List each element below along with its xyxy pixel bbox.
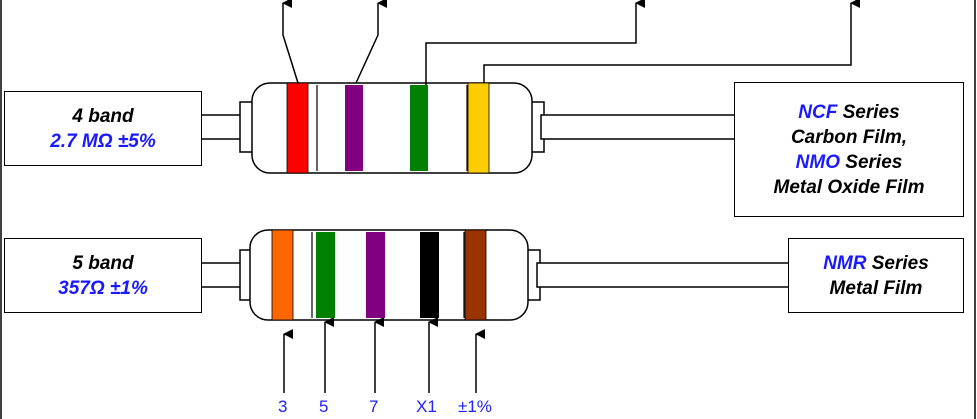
left-lead — [198, 262, 244, 288]
metal-oxide-film-label: Metal Oxide Film — [773, 176, 925, 198]
band-4 — [420, 232, 439, 318]
nmr-series-box: NMR Series Metal Film — [788, 238, 964, 313]
four-band-title: 4 band — [72, 105, 134, 127]
band-3 — [410, 85, 428, 171]
ncf-nmo-series-box: NCF Series Carbon Film, NMO Series Metal… — [734, 82, 964, 217]
ncf-series-suffix: Series — [837, 101, 900, 123]
band-2 — [316, 232, 335, 318]
resistor-body — [251, 82, 533, 174]
band-5 — [464, 229, 487, 321]
four-band-value: 2.7 MΩ ±5% — [50, 130, 156, 152]
band-3-arrow — [425, 0, 645, 85]
nmr-series-name: NMR — [823, 252, 867, 274]
nmo-series-suffix: Series — [840, 151, 903, 173]
five-band-value: 357Ω ±1% — [58, 277, 148, 299]
five-band-resistor — [198, 229, 792, 393]
band-1 — [271, 229, 294, 321]
band-2 — [345, 85, 363, 171]
band-1-arrow — [282, 0, 299, 84]
nmo-series-name: NMO — [795, 151, 840, 173]
carbon-film-label: Carbon Film, — [790, 126, 908, 148]
caption-band-4: X1 — [416, 397, 437, 416]
caption-band-5: ±1% — [458, 397, 492, 416]
four-band-resistor — [198, 0, 860, 174]
nmr-series-suffix: Series — [866, 252, 929, 274]
caption-band-2: 5 — [319, 397, 329, 416]
band-2-arrow — [355, 0, 387, 84]
four-band-label-box: 4 band 2.7 MΩ ±5% — [4, 91, 202, 166]
band-4 — [467, 82, 490, 174]
five-band-title: 5 band — [72, 252, 134, 274]
band-4-arrow — [483, 0, 860, 83]
ncf-series-name: NCF — [798, 101, 838, 123]
five-band-label-box: 5 band 357Ω ±1% — [4, 238, 202, 313]
band-3 — [366, 232, 385, 318]
caption-band-1: 3 — [278, 397, 288, 416]
caption-band-3: 7 — [369, 397, 379, 416]
metal-film-label: Metal Film — [829, 277, 923, 299]
right-lead — [536, 262, 792, 288]
left-lead — [198, 114, 244, 140]
right-lead — [540, 114, 738, 140]
band-1 — [286, 82, 309, 174]
